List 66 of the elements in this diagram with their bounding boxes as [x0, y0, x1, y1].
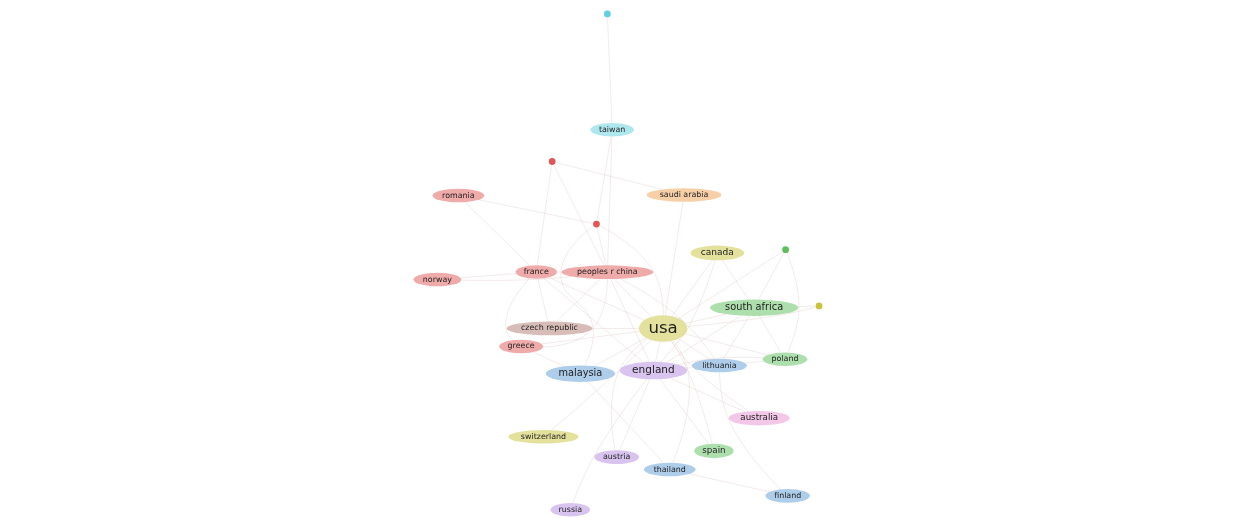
connector: [478, 199, 593, 223]
connector: [688, 473, 770, 492]
connector: [548, 276, 644, 320]
node-circle: [815, 302, 822, 309]
connector: [684, 333, 768, 355]
connector: [555, 278, 601, 322]
connector: [596, 136, 611, 221]
connector: [613, 278, 652, 317]
connector: [556, 271, 562, 272]
connector: [758, 252, 784, 300]
node-ellipse: england: [619, 361, 687, 379]
node-ellipse: australia: [728, 410, 790, 425]
connector: [554, 161, 662, 190]
connector: [786, 252, 799, 352]
connector: [718, 371, 781, 489]
connector: [460, 275, 572, 281]
connector: [744, 360, 764, 363]
connector: [669, 377, 745, 412]
connector: [721, 259, 749, 300]
connector: [593, 337, 646, 366]
node-circle: [603, 10, 611, 17]
connector: [654, 341, 660, 362]
connector: [619, 278, 715, 359]
connector: [606, 16, 612, 123]
connector: [540, 330, 639, 344]
connector: [758, 315, 781, 353]
connector: [537, 278, 548, 322]
connector: [678, 338, 710, 359]
connector: [459, 272, 516, 278]
connector: [596, 226, 606, 265]
connector: [609, 278, 649, 362]
connector: [677, 356, 763, 365]
connector: [536, 164, 552, 265]
node-ellipse: spain: [693, 443, 734, 458]
connector: [665, 315, 742, 363]
connector: [543, 277, 644, 362]
connector: [722, 315, 749, 359]
connector: [610, 338, 647, 450]
node-ellipse: south africa: [709, 299, 798, 316]
node-ellipse: canada: [689, 245, 744, 260]
node-circle: [781, 245, 789, 253]
connector: [560, 225, 594, 366]
connector: [606, 136, 612, 265]
connector: [598, 224, 664, 315]
connector: [660, 259, 715, 362]
connector: [678, 251, 783, 318]
node-ellipse: malaysia: [545, 364, 615, 382]
connector: [685, 366, 693, 368]
connector: [670, 340, 712, 444]
node-circle: [592, 220, 600, 227]
connector: [542, 278, 608, 347]
connector: [686, 306, 816, 327]
connector: [618, 378, 650, 450]
node-ellipse: usa: [638, 314, 687, 342]
connector: [684, 313, 726, 323]
connector: [671, 259, 712, 316]
connector: [505, 277, 530, 340]
connector: [553, 163, 604, 265]
connector: [572, 378, 647, 503]
connector: [664, 201, 683, 315]
connector: [672, 339, 690, 463]
connector: [532, 351, 564, 366]
connector: [464, 201, 530, 266]
connector: [659, 378, 709, 444]
connector: [550, 339, 651, 430]
node-circle: [548, 157, 556, 165]
